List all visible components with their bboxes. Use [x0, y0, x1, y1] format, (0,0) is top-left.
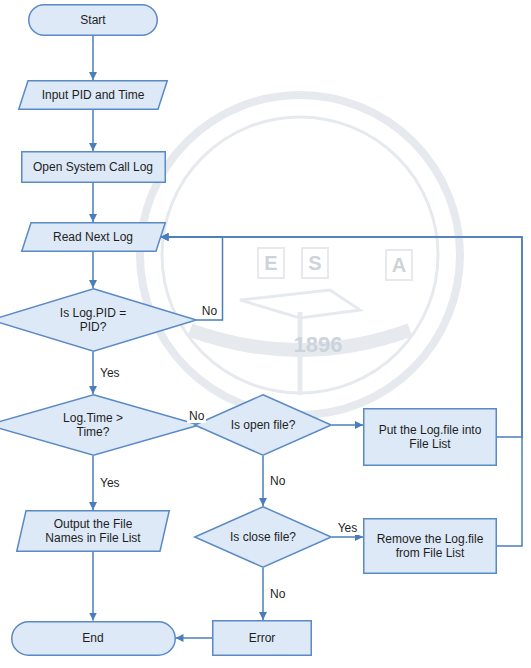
emblem-letter-box	[258, 248, 284, 278]
watermark-text: 1896	[294, 334, 343, 356]
flow-connector	[161, 237, 523, 546]
flow-connector	[92, 110, 94, 151]
edge-label: Yes	[336, 521, 360, 535]
flow-connector	[92, 252, 94, 288]
flow-connector	[92, 552, 94, 621]
emblem-rings	[140, 95, 460, 415]
node-text: Open System Call Log	[33, 160, 153, 174]
terminal-pill: End	[11, 621, 176, 656]
node-text: End	[82, 631, 103, 645]
edge-label: No	[268, 474, 287, 488]
shape-fill	[0, 289, 196, 352]
decision-diamond: Is Log.PID = PID?	[0, 288, 197, 352]
watermark-text: E	[264, 253, 277, 273]
process-box: Put the Log.file into File List	[363, 408, 497, 466]
shape-fill	[0, 395, 199, 456]
flow-connector	[92, 352, 94, 394]
decision-diamond: Log.Time > Time?	[0, 394, 200, 456]
node-text: Is close file?	[230, 530, 296, 544]
node-text: Output the File Names in File List	[34, 517, 152, 546]
flow-connector	[161, 237, 223, 320]
node-text: Error	[249, 631, 276, 645]
shape-fill	[213, 621, 312, 656]
shape-fill	[21, 152, 165, 183]
flow-connector	[262, 456, 264, 506]
decision-diamond: Is open file?	[194, 394, 332, 456]
flow-connector	[332, 536, 363, 538]
decision-diamond: Is close file?	[194, 506, 332, 568]
edge-label: No	[187, 409, 206, 423]
node-text: Start	[80, 13, 105, 27]
shape-fill	[19, 81, 168, 110]
shape-fill	[11, 621, 175, 655]
flow-connector	[262, 568, 264, 620]
flow-connector	[92, 36, 94, 80]
node-text: Remove the Log.file from File List	[371, 532, 489, 561]
shape-fill	[364, 409, 497, 466]
edge-label: Yes	[98, 366, 122, 380]
emblem-inner-ring	[162, 117, 438, 393]
emblem-letter-box	[302, 248, 328, 278]
watermark-text: S	[308, 253, 321, 273]
watermark-text: A	[392, 255, 406, 275]
node-text: Input PID and Time	[42, 88, 145, 102]
flow-connector	[332, 424, 363, 426]
shape-fill	[21, 223, 165, 252]
shape-fill	[195, 395, 332, 456]
edge-label: No	[200, 304, 219, 318]
flow-connector	[176, 637, 213, 639]
flow-connector	[161, 237, 523, 437]
shape-fill	[364, 519, 497, 574]
shape-fill	[195, 507, 332, 568]
edge-label: No	[268, 587, 287, 601]
node-text: Is open file?	[231, 418, 296, 432]
node-text: Put the Log.file into File List	[371, 423, 489, 452]
io-parallelogram: Read Next Log	[21, 222, 166, 252]
io-parallelogram: Output the File Names in File List	[16, 510, 170, 552]
process-box: Error	[212, 620, 312, 656]
io-parallelogram: Input PID and Time	[18, 80, 168, 110]
emblem-outer-ring	[140, 95, 460, 415]
shape-fill	[17, 511, 170, 552]
node-text: Read Next Log	[53, 230, 133, 244]
process-box: Open System Call Log	[21, 151, 166, 183]
emblem-letter-box	[386, 250, 412, 280]
flow-connector	[92, 183, 94, 222]
node-text: Is Log.PID = PID?	[47, 306, 140, 335]
node-text: Log.Time > Time?	[47, 411, 140, 440]
flow-connector	[92, 456, 94, 510]
terminal-pill: Start	[28, 4, 158, 36]
process-box: Remove the Log.file from File List	[363, 518, 497, 574]
edge-label: Yes	[98, 476, 122, 490]
shape-fill	[29, 5, 158, 36]
